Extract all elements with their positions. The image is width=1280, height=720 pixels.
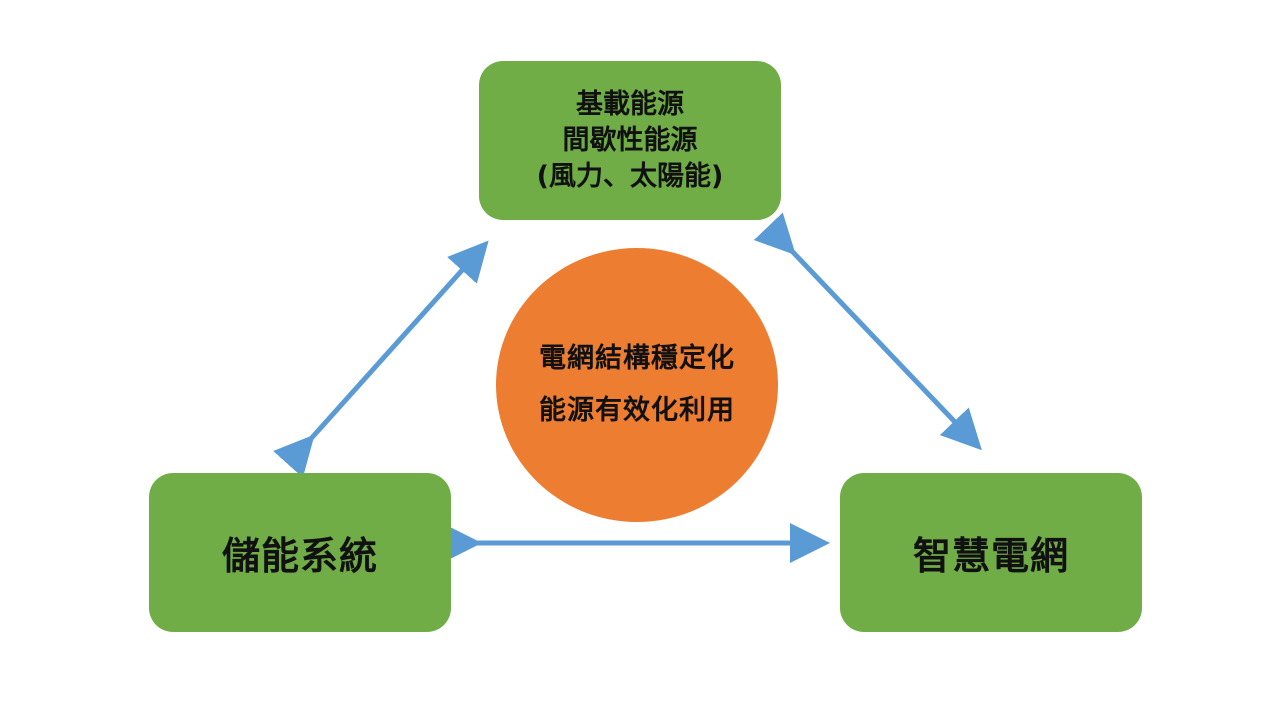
node-energy-storage-label: 儲能系統 [221,534,378,578]
node-energy-source: 基載能源 間歇性能源 (風力、太陽能) [479,61,781,220]
node-smart-grid-label: 智慧電網 [912,534,1069,578]
center-goal-circle: 電網結構穩定化 能源有效化利用 [496,248,778,522]
node-energy-source-line-1: 基載能源 [576,88,684,120]
node-energy-source-line-3: (風力、太陽能) [536,160,724,192]
center-goal-line-2: 能源有效化利用 [539,395,735,426]
node-energy-storage: 儲能系統 [149,473,451,632]
center-goal-line-1: 電網結構穩定化 [539,343,735,374]
arrow-top-right [753,212,982,451]
arrow-top-left [273,240,489,478]
node-smart-grid: 智慧電網 [840,473,1142,632]
node-energy-source-line-2: 間歇性能源 [562,124,698,156]
